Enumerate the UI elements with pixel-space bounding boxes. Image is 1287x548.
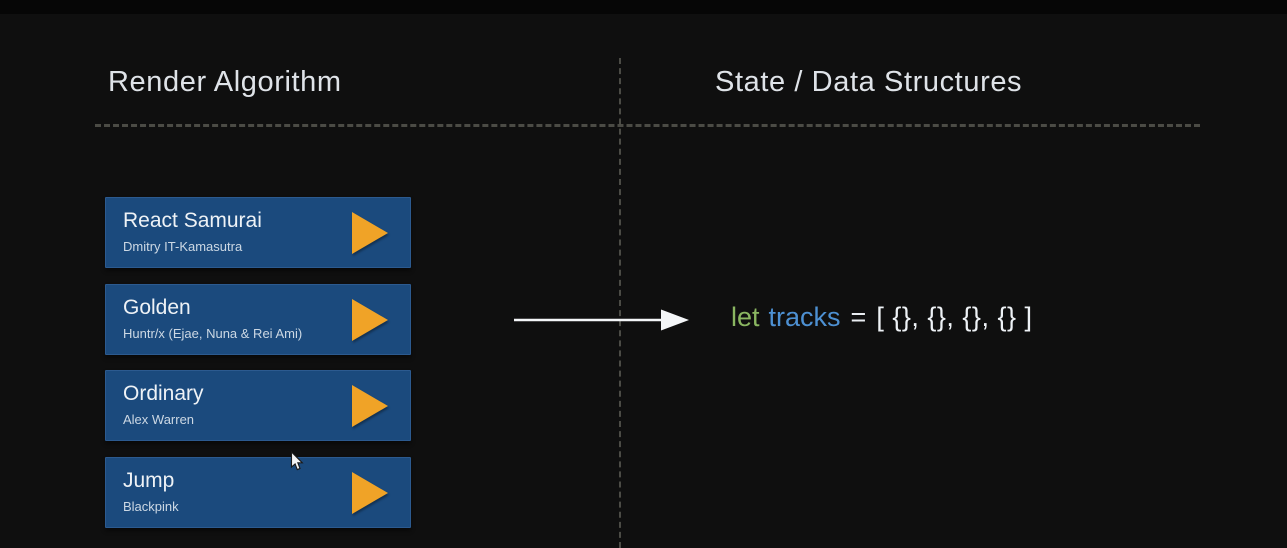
play-icon[interactable] [352, 471, 388, 514]
code-expression: let tracks = [ {}, {}, {}, {} ] [731, 302, 1032, 333]
left-section-title: Render Algorithm [108, 66, 342, 98]
track-title: React Samurai [123, 209, 262, 232]
track-title: Golden [123, 296, 191, 319]
horizontal-dashed-divider [95, 124, 1200, 127]
track-artist: Dmitry IT-Kamasutra [123, 239, 243, 254]
track-artist: Alex Warren [123, 412, 195, 427]
right-section-title: State / Data Structures [715, 66, 1023, 98]
track-title: Ordinary [123, 382, 204, 405]
right-arrow-icon [514, 309, 689, 331]
track-card-ordinary[interactable]: Ordinary Alex Warren [105, 370, 411, 441]
track-card-jump[interactable]: Jump Blackpink [105, 457, 411, 528]
code-variable: tracks [768, 302, 841, 332]
play-icon[interactable] [352, 384, 388, 427]
code-keyword: let [731, 302, 760, 332]
vertical-dashed-divider [619, 58, 621, 548]
code-array-literal: [ {}, {}, {}, {} ] [876, 302, 1033, 332]
track-card-text: Jump Blackpink [123, 467, 179, 516]
track-card-react-samurai[interactable]: React Samurai Dmitry IT-Kamasutra [105, 197, 411, 268]
track-title: Jump [123, 469, 175, 492]
top-letterbox-bar [0, 0, 1287, 14]
track-card-text: Ordinary Alex Warren [123, 380, 204, 429]
mouse-pointer-icon [290, 451, 304, 471]
track-artist: Huntr/x (Ejae, Nuna & Rei Ami) [123, 326, 303, 341]
track-artist: Blackpink [123, 499, 179, 514]
play-icon[interactable] [352, 211, 388, 254]
track-card-text: React Samurai Dmitry IT-Kamasutra [123, 207, 262, 256]
play-icon[interactable] [352, 298, 388, 341]
track-card-golden[interactable]: Golden Huntr/x (Ejae, Nuna & Rei Ami) [105, 284, 411, 355]
code-operator: = [850, 302, 867, 332]
track-card-text: Golden Huntr/x (Ejae, Nuna & Rei Ami) [123, 294, 302, 343]
